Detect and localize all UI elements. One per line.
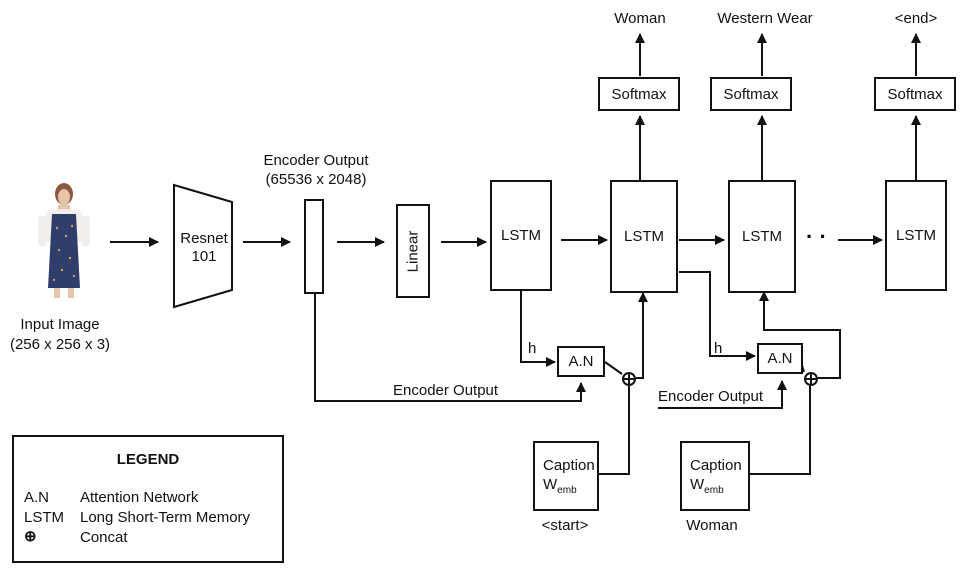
lstm-label: LSTM: [500, 227, 541, 244]
input-image-label: Input Image: [20, 316, 100, 333]
input-image: [24, 180, 104, 300]
legend-box: LEGEND A.N Attention Network LSTM Long S…: [12, 435, 284, 563]
arrow-concat1-to-lstm2: [636, 292, 648, 379]
arrow-concat2-to-lstm3: [759, 291, 841, 379]
line-caption1-to-concat1: [599, 386, 630, 475]
lstm-box-3: LSTM: [728, 180, 796, 293]
input-image-dims: (256 x 256 x 3): [9, 336, 111, 353]
lstm-label: LSTM: [623, 228, 664, 245]
line-an1-to-concat1: [604, 361, 623, 375]
caption-label: Caption: [690, 456, 742, 474]
lstm-box-1: LSTM: [490, 180, 552, 291]
attention-box-2: A.N: [757, 343, 803, 374]
softmax-box-3: Softmax: [874, 77, 956, 111]
softmax-label: Softmax: [611, 85, 667, 103]
resnet-number: 101: [191, 248, 217, 265]
arrow-encoder-to-an2: [658, 380, 787, 409]
attention-label: A.N: [568, 353, 594, 370]
lstm-label: LSTM: [741, 228, 782, 245]
linear-box: Linear: [396, 204, 430, 298]
ellipsis: · ·: [806, 224, 827, 249]
linear-label: Linear: [404, 230, 422, 272]
softmax-box-2: Softmax: [710, 77, 792, 111]
attention-label: A.N: [767, 350, 793, 367]
legend-desc-an: Attention Network: [80, 489, 199, 506]
resnet-label: Resnet: [180, 230, 228, 247]
hidden-state-label-1: h: [528, 340, 537, 357]
encoder-output-label-1: Encoder Output: [393, 382, 499, 399]
caption-input-2: Woman: [686, 517, 738, 534]
hidden-state-label-2: h: [714, 340, 723, 357]
legend-desc-lstm: Long Short-Term Memory: [80, 509, 251, 526]
encoder-output-dims: (65536 x 2048): [265, 171, 367, 188]
line-caption2-to-concat2: [750, 386, 811, 475]
resnet-shape: [173, 183, 233, 309]
softmax-box-1: Softmax: [598, 77, 680, 111]
encoder-output-box: [304, 199, 324, 294]
caption-label: Caption: [543, 456, 595, 474]
lstm-box-2: LSTM: [610, 180, 678, 293]
embedding-label: Wemb: [690, 475, 724, 496]
softmax-label: Softmax: [723, 85, 779, 103]
arrow-encoder-to-an1: [314, 293, 586, 402]
caption-embedding-box-1: Caption Wemb: [533, 441, 599, 511]
embedding-label: Wemb: [543, 475, 577, 496]
lstm-label: LSTM: [895, 227, 936, 244]
legend-abbr-lstm: LSTM: [24, 509, 65, 526]
attention-box-1: A.N: [557, 346, 605, 377]
legend-abbr-an: A.N: [24, 489, 50, 506]
encoder-output-title: Encoder Output: [263, 152, 369, 169]
output-word-3: <end>: [894, 10, 938, 27]
legend-desc-concat: Concat: [80, 529, 128, 546]
legend-title: LEGEND: [116, 451, 180, 468]
output-word-1: Woman: [614, 10, 666, 27]
lstm-box-4: LSTM: [885, 180, 947, 291]
caption-embedding-box-2: Caption Wemb: [680, 441, 750, 511]
arrow-h-to-an1: [520, 290, 556, 367]
caption-input-1: <start>: [541, 517, 589, 534]
arrow-h-to-an2: [679, 271, 756, 361]
encoder-output-label-2: Encoder Output: [658, 388, 764, 405]
softmax-label: Softmax: [887, 85, 943, 103]
legend-abbr-concat: ⊕: [24, 528, 37, 545]
output-word-2: Western Wear: [717, 10, 813, 27]
